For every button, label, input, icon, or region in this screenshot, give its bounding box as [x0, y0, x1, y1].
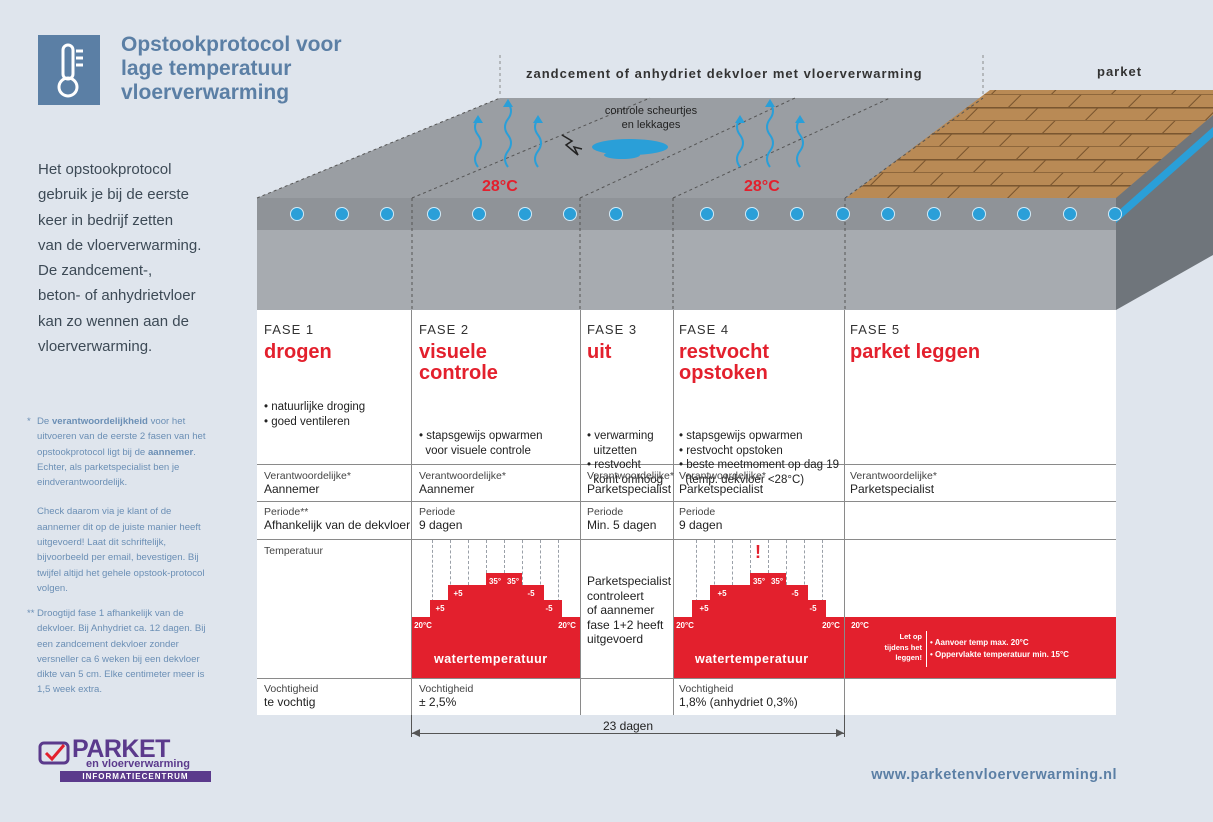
phase-2-moist: Vochtigheid± 2,5% — [419, 683, 474, 709]
logo-mark-icon — [38, 741, 70, 765]
pipe-dot — [836, 207, 850, 221]
warning-exclamation: ! — [755, 542, 761, 562]
pipe-dot — [518, 207, 532, 221]
thermometer-icon — [57, 43, 83, 98]
phase-2-bullets: • stapsgewijs opwarmen voor visuele cont… — [419, 430, 543, 457]
pipe-dot — [927, 207, 941, 221]
phase-3-resp: Verantwoordelijke*Parketspecialist — [587, 470, 674, 496]
floor-header: zandcement of anhydriet dekvloer met vlo… — [526, 66, 923, 81]
pipe-dot — [563, 207, 577, 221]
phase-2-resp: Verantwoordelijke*Aannemer — [419, 470, 506, 496]
pipe-dot — [972, 207, 986, 221]
pipe-dot — [335, 207, 349, 221]
pipe-dot — [881, 207, 895, 221]
page-title: Opstookprotocol voor lage temperatuur vl… — [121, 33, 342, 104]
phase-5: FASE 5 parket leggen — [850, 322, 981, 363]
phase-4: FASE 4 restvocht opstoken — [679, 322, 770, 384]
pipe-dot — [472, 207, 486, 221]
pipe-dot — [1063, 207, 1077, 221]
temp-badge-1: 28°C — [482, 178, 518, 195]
phase-1-resp: Verantwoordelijke*Aannemer — [264, 470, 351, 496]
floor-diagram — [256, 55, 1213, 310]
intro-text: Het opstookprotocol gebruik je bij de ee… — [38, 161, 202, 356]
phase-3-temp-note: Parketspecialist controleert of aannemer… — [587, 574, 672, 646]
phase-2: FASE 2 visuele controle — [419, 322, 498, 384]
phase-4-bullets: • stapsgewijs opwarmen• restvocht opstok… — [679, 430, 840, 486]
pipe-dot — [745, 207, 759, 221]
parket-header: parket — [1097, 64, 1143, 79]
phase-1: FASE 1 drogen — [264, 322, 332, 363]
pipe-dot — [1017, 207, 1031, 221]
temp-label: Temperatuur — [264, 545, 323, 557]
footnote-responsibility: * De verantwoordelijkheid voor het uitvo… — [27, 416, 206, 594]
pipe-dot — [609, 207, 623, 221]
pipe-dot — [380, 207, 394, 221]
pipe-dot — [1108, 207, 1122, 221]
phase-1-period: Periode**Afhankelijk van de dekvloer — [264, 506, 411, 532]
phase-5-resp: Verantwoordelijke*Parketspecialist — [850, 470, 937, 496]
pipe-dot — [290, 207, 304, 221]
pipe-dot — [427, 207, 441, 221]
puddle-icon — [592, 139, 668, 155]
crack-icon — [561, 134, 583, 156]
pipe-dot — [700, 207, 714, 221]
thermometer-icon-box — [38, 35, 100, 105]
brand-logo: PARKET en vloerverwarming INFORMATIECENT… — [38, 735, 213, 785]
phase-1-bullets: • natuurlijke droging• goed ventileren — [264, 401, 366, 428]
pipe-dot — [790, 207, 804, 221]
phase-3-bullets: • verwarming uitzetten• restvocht komt o… — [587, 430, 664, 486]
inspection-note: controle scheurtjes en lekkages — [604, 105, 698, 131]
temp-badge-2: 28°C — [744, 178, 780, 195]
phase-3: FASE 3 uit — [587, 322, 638, 363]
phase-4-resp: Verantwoordelijke*Parketspecialist — [679, 470, 766, 496]
footnote-drying-time: ** Droogtijd fase 1 afhankelijk van de d… — [27, 608, 206, 696]
website-link[interactable]: www.parketenvloerverwarming.nl — [871, 767, 1117, 783]
